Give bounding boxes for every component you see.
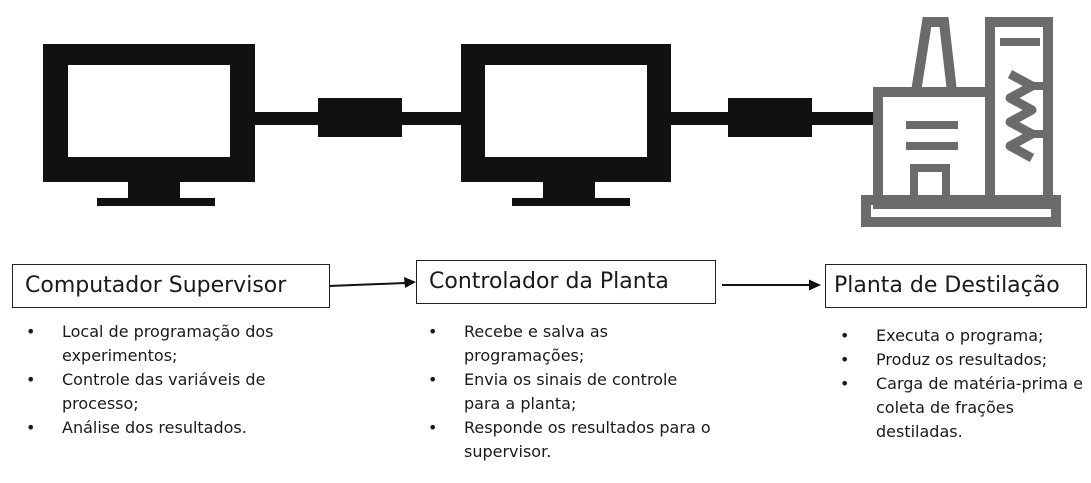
cable-connector-icon: [255, 98, 465, 137]
node-title-controller: Controlador da Planta: [429, 269, 669, 294]
arrow-supervisor-to-controller: [328, 277, 416, 288]
bullet-list-controller: Recebe e salva as programações; Envia os…: [428, 320, 718, 464]
arrow-controller-to-plant: [722, 279, 821, 291]
list-item: Controle das variáveis de processo;: [26, 368, 326, 416]
list-item: Carga de matéria-prima e coleta de fraçõ…: [840, 372, 1088, 444]
node-box-controller: Controlador da Planta: [416, 260, 716, 304]
list-item: Recebe e salva as programações;: [428, 320, 718, 368]
list-item: Análise dos resultados.: [26, 416, 326, 440]
list-item: Executa o programa;: [840, 324, 1088, 348]
node-box-plant: Planta de Destilação: [825, 264, 1087, 308]
node-title-plant: Planta de Destilação: [834, 273, 1060, 298]
list-item: Local de programação dos experimentos;: [26, 320, 326, 368]
bullet-list-plant: Executa o programa; Produz os resultados…: [840, 324, 1088, 444]
list-item: Responde os resultados para o supervisor…: [428, 416, 718, 464]
distillation-plant-icon: [861, 17, 1061, 227]
cable-connector-icon: [671, 98, 876, 137]
bullet-list-supervisor: Local de programação dos experimentos; C…: [26, 320, 326, 440]
node-box-supervisor: Computador Supervisor: [12, 264, 330, 308]
monitor-icon: [43, 44, 255, 206]
monitor-icon: [461, 44, 671, 206]
node-title-supervisor: Computador Supervisor: [25, 273, 287, 298]
list-item: Produz os resultados;: [840, 348, 1088, 372]
list-item: Envia os sinais de controle para a plant…: [428, 368, 718, 416]
